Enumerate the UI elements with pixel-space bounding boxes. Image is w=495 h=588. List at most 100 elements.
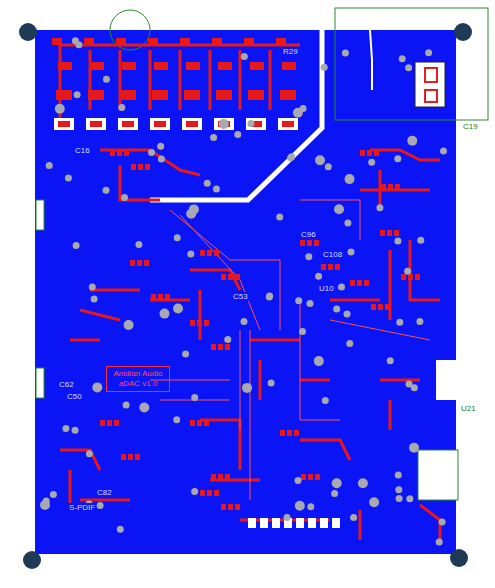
pad: [182, 118, 202, 130]
pad: [235, 504, 240, 510]
pad: [282, 62, 296, 70]
via: [436, 539, 443, 546]
pad: [180, 38, 190, 45]
designator: C82: [96, 488, 113, 497]
pad: [88, 90, 104, 100]
jack-body: [415, 62, 445, 107]
via: [325, 163, 332, 170]
pad: [214, 118, 234, 130]
via: [174, 234, 181, 241]
designator: U21: [460, 404, 477, 413]
via: [186, 209, 196, 219]
pad: [332, 518, 340, 528]
pad: [308, 518, 316, 528]
via: [157, 143, 164, 150]
pad: [287, 430, 292, 436]
via: [358, 478, 368, 488]
via: [121, 194, 128, 201]
pad: [385, 304, 390, 310]
via: [409, 443, 419, 453]
via: [399, 55, 406, 62]
via: [91, 296, 98, 303]
pad: [86, 118, 106, 130]
via: [117, 526, 124, 533]
via: [182, 350, 189, 357]
via: [350, 514, 357, 521]
pad: [151, 294, 156, 300]
pad: [228, 274, 233, 280]
pad: [190, 420, 195, 426]
designator: C96: [300, 230, 317, 239]
via: [405, 64, 412, 71]
pad: [144, 260, 149, 266]
via: [187, 251, 194, 258]
pad: [280, 90, 296, 100]
pad: [228, 504, 233, 510]
via: [135, 241, 142, 248]
edge-component: [36, 368, 44, 398]
via: [43, 498, 50, 505]
via: [416, 318, 423, 325]
pad: [225, 344, 230, 350]
via: [404, 268, 411, 275]
pad: [294, 430, 299, 436]
pad: [278, 118, 298, 130]
pad: [121, 454, 126, 460]
pad: [308, 474, 313, 480]
pad: [387, 230, 392, 236]
via: [75, 41, 82, 48]
via: [241, 318, 248, 325]
pad: [380, 230, 385, 236]
pad: [276, 38, 286, 45]
jack-pad: [425, 90, 437, 102]
pad: [364, 280, 369, 286]
via: [407, 136, 417, 146]
via: [332, 478, 342, 488]
via: [234, 131, 241, 138]
via: [307, 300, 314, 307]
via: [219, 119, 229, 129]
via: [321, 64, 328, 71]
via: [348, 248, 355, 255]
pad: [152, 90, 168, 100]
via: [322, 397, 329, 404]
pad: [154, 121, 166, 127]
via: [376, 204, 383, 211]
pad: [328, 264, 333, 270]
pad: [122, 121, 134, 127]
via: [305, 253, 312, 260]
via: [387, 357, 394, 364]
via: [333, 306, 340, 313]
via: [406, 380, 413, 387]
via: [247, 120, 254, 127]
pad: [150, 118, 170, 130]
regulator-outline: [418, 450, 458, 500]
pad: [52, 38, 62, 45]
via: [50, 491, 57, 498]
copper-pour: [35, 30, 456, 554]
via: [395, 472, 402, 479]
pad: [135, 454, 140, 460]
via: [65, 175, 72, 182]
via: [395, 486, 402, 493]
via: [158, 156, 165, 163]
pad: [378, 304, 383, 310]
designator: C108: [322, 250, 343, 259]
pad: [214, 250, 219, 256]
designator: U10: [318, 284, 335, 293]
via: [103, 76, 110, 83]
pad: [408, 274, 413, 280]
pad: [122, 62, 136, 70]
pad: [282, 121, 294, 127]
pad: [296, 518, 304, 528]
fine-traces: [150, 200, 430, 500]
via: [314, 356, 324, 366]
via: [191, 394, 198, 401]
via: [300, 105, 307, 112]
designator: C16: [74, 146, 91, 155]
designator: C50: [66, 392, 83, 401]
pour-gap: [370, 30, 372, 90]
via: [440, 148, 447, 155]
